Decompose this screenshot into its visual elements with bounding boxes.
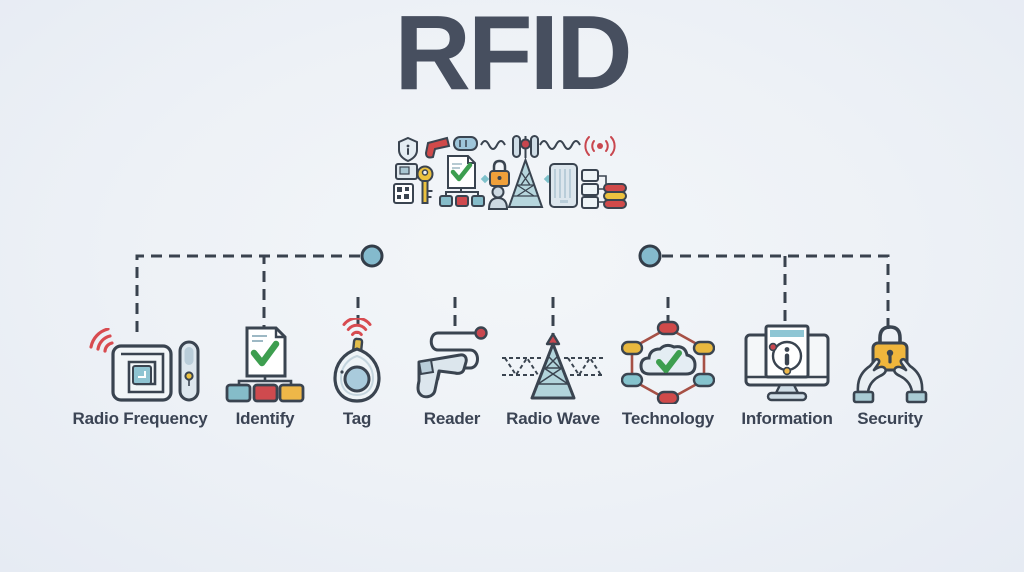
antenna-masts-icon: [512, 135, 539, 158]
document-check-flowchart-icon: [190, 326, 340, 404]
item-information: Information: [712, 324, 862, 429]
diamond-accent-left: [480, 174, 490, 184]
item-radio-frequency: Radio Frequency: [65, 326, 215, 429]
radio-waves-red: [342, 318, 372, 336]
accent-dot-left: [360, 244, 384, 268]
item-security: Security: [815, 325, 965, 429]
monitor-info-icon: [712, 324, 862, 404]
item-label: Tag: [342, 409, 372, 428]
keyfob-signal-icon: [282, 318, 432, 404]
broadcast-signal-icon: [584, 136, 616, 156]
node-upper-right: [692, 340, 715, 356]
radio-tower-icon: [507, 156, 544, 208]
handheld-scanner-icon: [377, 326, 527, 404]
item-label: Reader: [423, 409, 481, 428]
item-label: Identify: [235, 409, 295, 428]
item-label: Radio Wave: [506, 409, 600, 428]
item-technology: Technology: [593, 320, 743, 429]
battery-tag-icon: [453, 136, 478, 151]
document-check-icon: [447, 155, 476, 189]
item-tag: Tag: [282, 318, 432, 429]
item-radio-wave: Radio Wave: [478, 326, 628, 429]
chip-card-icon: [395, 163, 418, 180]
connector-right-branch: [662, 254, 890, 336]
item-reader: Reader: [377, 326, 527, 429]
node-lower-left: [621, 372, 644, 388]
page-title: RFID: [394, 0, 632, 112]
cloud-check-network-icon: [593, 320, 743, 404]
padlock-icon: [489, 159, 510, 187]
item-label: Security: [857, 409, 923, 428]
node-bottom: [656, 390, 680, 404]
accent-dot-right: [638, 244, 662, 268]
rfid-tag-reader-icon: [65, 326, 215, 404]
chip-stack-icon: [581, 169, 607, 209]
connector-left-branch: [135, 254, 360, 332]
antenna-tower-waves-icon: [478, 326, 628, 404]
flowchart-nodes-icon: [439, 188, 485, 207]
item-label: Radio Frequency: [72, 409, 208, 428]
radio-waves-red: [89, 328, 114, 353]
key-icon: [416, 165, 434, 204]
hands-padlock-icon: [815, 325, 965, 404]
shield-info-icon: [398, 136, 418, 163]
node-lower-right: [692, 372, 715, 388]
hand-right: [893, 357, 928, 404]
server-rack-icon: [549, 163, 578, 208]
top-icon-cluster: [393, 135, 627, 210]
node-upper-left: [621, 340, 644, 356]
node-top: [656, 320, 680, 336]
item-identify: Identify: [190, 326, 340, 429]
signal-wave-line: [480, 140, 581, 150]
dashed-waves: [502, 356, 604, 377]
person-icon: [487, 185, 509, 210]
scanner-gun-icon: [424, 136, 451, 159]
hand-left: [852, 357, 887, 404]
item-label: Information: [741, 409, 833, 428]
qr-code-icon: [393, 183, 414, 204]
item-label: Technology: [621, 409, 715, 428]
database-coins-icon: [603, 183, 627, 209]
network-edges: [630, 326, 706, 402]
